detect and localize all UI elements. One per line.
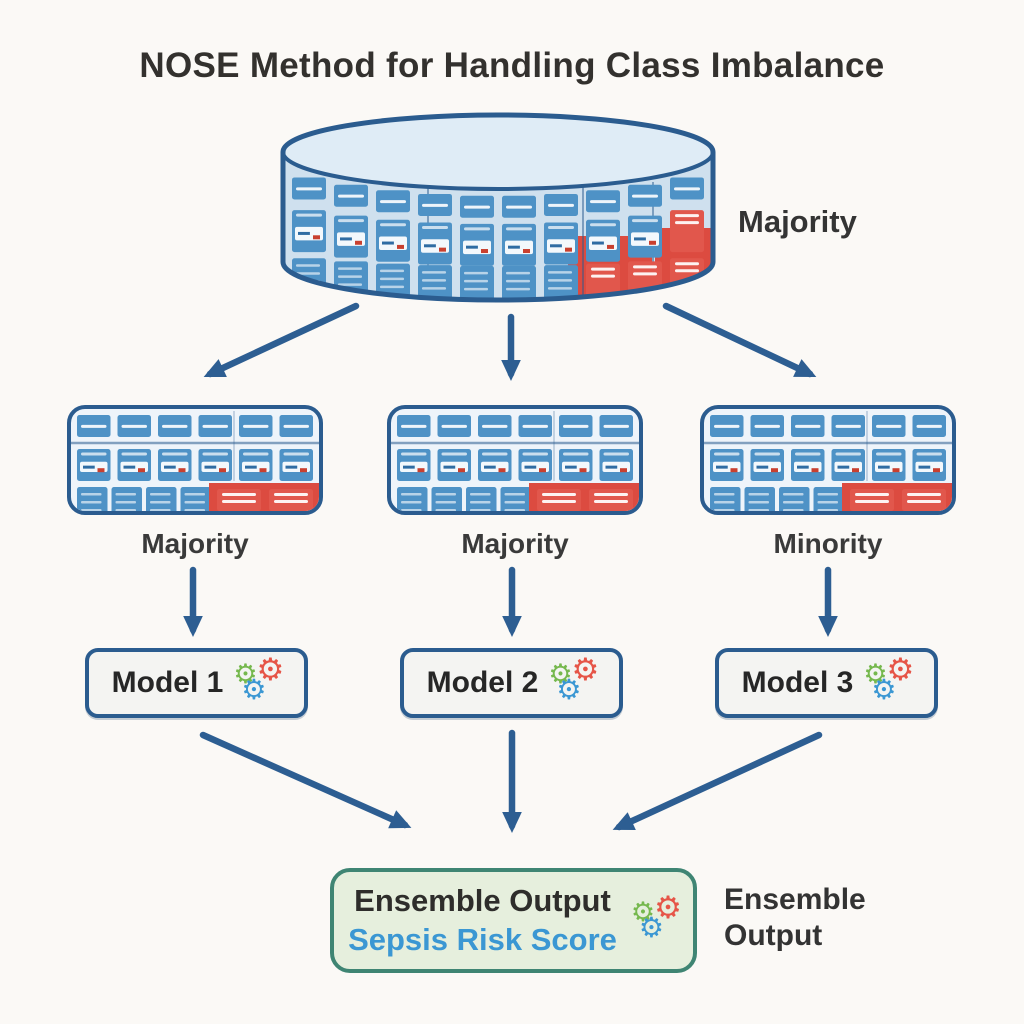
gear-icon: ⚙︎ ⚙︎ ⚙︎ — [863, 655, 914, 706]
database-cylinder — [278, 112, 718, 312]
diagram-title: NOSE Method for Handling Class Imbalance — [139, 46, 885, 85]
model-1-label: Model 1 — [111, 666, 224, 699]
model-3-box: Model 3 ⚙︎ ⚙︎ ⚙︎ — [715, 648, 938, 718]
gear-icon: ⚙︎ ⚙︎ ⚙︎ — [548, 655, 599, 706]
subset-1-label: Majority — [141, 528, 249, 559]
subset-box-1 — [67, 405, 323, 515]
ensemble-output-label: Ensemble Output — [354, 882, 611, 918]
model-1-box: Model 1 ⚙︎ ⚙︎ ⚙︎ — [85, 648, 308, 718]
gear-icon-blue: ⚙︎ — [871, 673, 897, 706]
model-2-label: Model 2 — [426, 666, 539, 699]
subset-3-cards — [704, 409, 952, 511]
model-2-box: Model 2 ⚙︎ ⚙︎ ⚙︎ — [400, 648, 623, 718]
gear-icon-green: ⚙︎ — [233, 659, 258, 690]
arrow-model3-to-ensemble — [612, 731, 823, 831]
subset-box-3 — [700, 405, 956, 515]
gear-icon-red: ⚙︎ — [256, 652, 285, 688]
subset-2-label: Majority — [461, 528, 569, 559]
subset-box-2 — [387, 405, 643, 515]
arrow-db-to-subset-1 — [203, 302, 360, 378]
subset-1-cards — [71, 409, 319, 511]
ensemble-side-label: Ensemble Output — [724, 883, 866, 952]
ensemble-text: Ensemble Output Sepsis Risk Score — [348, 882, 617, 960]
database-class-label: Majority — [738, 204, 857, 239]
gear-icon-blue: ⚙︎ — [556, 673, 582, 706]
gear-icon-red: ⚙︎ — [654, 889, 682, 926]
subset-2-cards — [391, 409, 639, 511]
model-3-label: Model 3 — [741, 666, 854, 699]
gear-icon-green: ⚙︎ — [548, 659, 573, 690]
arrow-model1-to-ensemble — [199, 731, 412, 829]
ensemble-output-box: Ensemble Output Sepsis Risk Score ⚙︎ ⚙︎ … — [330, 868, 697, 973]
gear-icon-red: ⚙︎ — [886, 652, 915, 688]
sepsis-risk-score-label: Sepsis Risk Score — [348, 921, 617, 957]
gear-icon-green: ⚙︎ — [863, 659, 888, 690]
gear-icon-green: ⚙︎ — [630, 896, 656, 928]
subset-3-label: Minority — [773, 528, 883, 559]
gear-icon: ⚙︎ ⚙︎ ⚙︎ — [630, 892, 682, 944]
arrow-db-to-subset-3 — [662, 302, 817, 378]
gear-icon: ⚙︎ ⚙︎ ⚙︎ — [233, 655, 284, 706]
gear-icon-blue: ⚙︎ — [638, 910, 665, 944]
gear-icon-red: ⚙︎ — [571, 652, 600, 688]
gear-icon-blue: ⚙︎ — [241, 673, 267, 706]
